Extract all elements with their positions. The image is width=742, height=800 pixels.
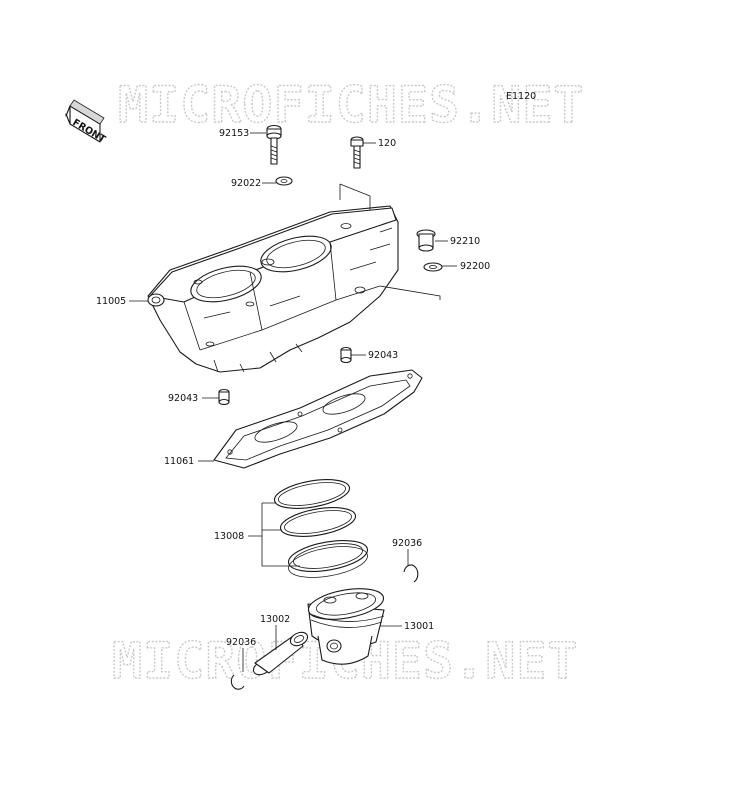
label-13002: 13002 [260,614,290,625]
cylinder-block-11005 [147,205,399,373]
label-92200: 92200 [460,261,490,272]
piston-13001 [307,588,385,665]
label-92153: 92153 [219,128,249,139]
label-92036-left: 92036 [226,637,256,648]
circlip-92036-right [403,564,419,583]
label-92210: 92210 [450,236,480,247]
washer-92022 [275,176,293,186]
label-13001: 13001 [404,621,434,632]
label-92043-right: 92043 [368,350,398,361]
diagram-code: E1120 [506,91,536,102]
bolt-92153 [266,124,282,165]
washer-92200 [423,262,443,272]
dowel-92043-left [218,388,230,406]
label-11005: 11005 [96,296,126,307]
label-120: 120 [378,138,396,149]
watermark-top: MICROFICHES.NET [118,76,585,134]
sleeve-92210 [416,229,436,252]
gasket-11061 [213,369,423,469]
piston-pin-13002 [252,631,309,676]
dowel-92043-right [340,346,352,364]
bolt-120 [350,136,364,169]
label-92022: 92022 [231,178,261,189]
front-arrow-icon: FRONT [65,99,108,146]
label-92043-left: 92043 [168,393,198,404]
circlip-92036-left [230,674,245,690]
label-92036-right: 92036 [392,538,422,549]
piston-rings-13008 [273,479,369,578]
label-11061: 11061 [164,456,194,467]
label-13008: 13008 [214,531,244,542]
